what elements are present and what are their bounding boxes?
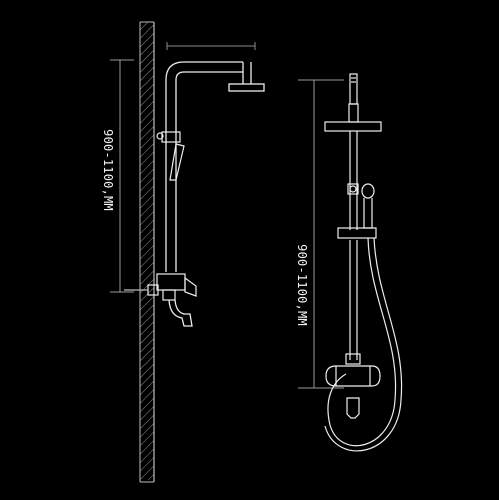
shower-hose bbox=[324, 237, 403, 452]
wall-section-upper bbox=[140, 22, 154, 222]
riser-clamp bbox=[156, 131, 185, 181]
right-height-dimension bbox=[298, 79, 344, 389]
riser-top-cap bbox=[349, 73, 358, 105]
wall bbox=[139, 21, 155, 482]
wall-section-lower bbox=[140, 222, 154, 480]
left-height-dimension bbox=[110, 59, 134, 293]
side-view: 900-1100,MM bbox=[101, 21, 265, 482]
mixer-valve-front bbox=[325, 353, 381, 387]
rain-head-front bbox=[324, 103, 382, 132]
hand-shower-holder bbox=[347, 183, 359, 195]
arm-length-dimension bbox=[166, 42, 256, 50]
rain-shower-head bbox=[228, 62, 265, 92]
hand-shower bbox=[361, 183, 375, 229]
riser-pipe-front bbox=[349, 131, 358, 360]
shelf bbox=[337, 227, 377, 239]
tub-spout bbox=[168, 299, 193, 327]
right-dimension-label: 900-1100,MM bbox=[295, 244, 309, 326]
mixing-valve bbox=[124, 273, 197, 301]
riser-pipe bbox=[165, 61, 243, 272]
front-view: 900-1100,MM bbox=[295, 73, 403, 452]
left-dimension-label: 900-1100,MM bbox=[101, 129, 115, 211]
tub-spout-front bbox=[346, 397, 360, 419]
